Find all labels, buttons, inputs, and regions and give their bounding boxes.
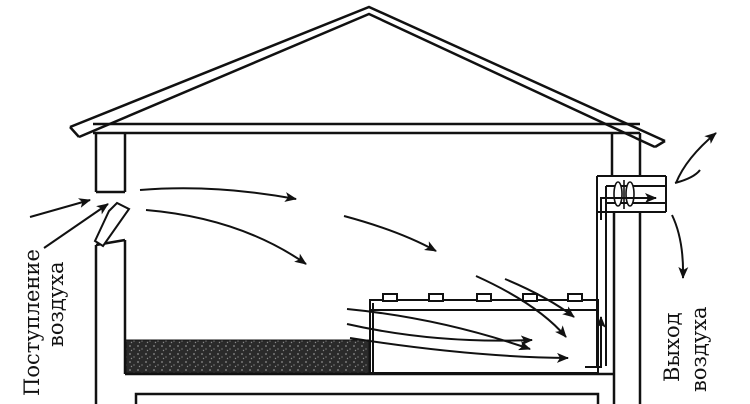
arrow-flow-4 (475, 275, 567, 338)
arrow-flow-5 (504, 278, 575, 318)
air-inlet-label-line2: воздуха (44, 261, 68, 347)
arrow-flow-3 (343, 215, 437, 252)
inlet-louver (93, 201, 131, 248)
arrow-out-up (675, 132, 717, 184)
exhaust-fan-icon (613, 180, 635, 209)
arrow-in-lower (43, 203, 109, 249)
air-outlet-label-line2: воздуха (687, 306, 711, 392)
airflow-arrows (29, 132, 717, 368)
arrow-duct-up (585, 316, 606, 368)
air-inlet-label-line1: Поступление (20, 249, 44, 396)
manure-layer (125, 339, 370, 374)
arrow-stall-2 (346, 323, 533, 346)
arrow-flow-2 (145, 209, 307, 265)
arrow-stall-1 (346, 308, 531, 351)
arrow-out-down (671, 214, 689, 279)
arrow-flow-1 (139, 187, 297, 202)
air-outlet-label-line1: Выход (660, 312, 684, 382)
arrow-stall-3 (349, 337, 569, 363)
arrow-duct-right (600, 193, 657, 220)
arrow-in-upper (29, 198, 91, 218)
arrow-out-right (674, 169, 701, 184)
roof (69, 5, 666, 149)
